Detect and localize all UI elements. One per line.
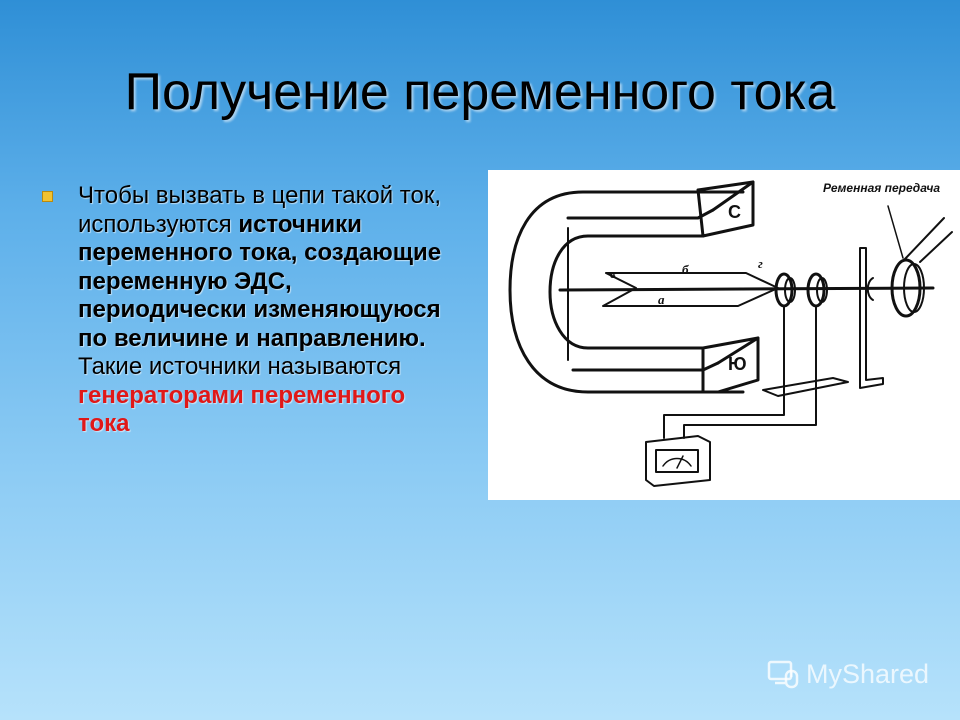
pole-south-block xyxy=(701,336,760,394)
belt-caption: Ременная передача xyxy=(823,181,940,195)
wire-1 xyxy=(663,389,785,439)
pole-south-label: Ю xyxy=(728,354,747,374)
text-part-2-bold: источники переменного тока, создающие пе… xyxy=(78,210,442,352)
frame-loop xyxy=(602,272,779,307)
galvanometer xyxy=(645,435,711,487)
watermark: MyShared xyxy=(766,656,929,692)
shaft xyxy=(558,286,935,292)
label-v: в xyxy=(610,266,616,281)
magnet-inner xyxy=(548,234,705,350)
bullet-paragraph: Чтобы вызвать в цепи такой ток, использу… xyxy=(42,182,462,439)
watermark-text: MyShared xyxy=(806,658,930,689)
label-b: б xyxy=(682,262,689,277)
text-part-3: Такие источники называются xyxy=(78,353,402,380)
wire-2 xyxy=(683,389,817,439)
bullet-square-icon xyxy=(42,191,53,202)
label-a: а xyxy=(658,292,665,307)
magnet-outer xyxy=(508,190,745,394)
pole-north-label: С xyxy=(728,202,741,222)
bullet-text: Чтобы вызвать в цепи такой ток, использу… xyxy=(78,182,462,439)
generator-diagram: С Ю в б г а Ременная передача xyxy=(488,170,960,500)
mouse-icon xyxy=(767,660,799,689)
text-part-4-highlight: генераторами переменного тока xyxy=(78,381,406,438)
slide-title: Получение переменного тока xyxy=(124,63,836,121)
bearing-stand xyxy=(859,247,884,389)
belt xyxy=(903,217,953,263)
pulley xyxy=(890,258,922,318)
label-g: г xyxy=(758,256,763,271)
pole-north-block xyxy=(696,180,755,238)
brush-holder xyxy=(762,377,849,397)
text-part-1: Чтобы вызвать в цепи такой ток, использу… xyxy=(78,182,442,238)
